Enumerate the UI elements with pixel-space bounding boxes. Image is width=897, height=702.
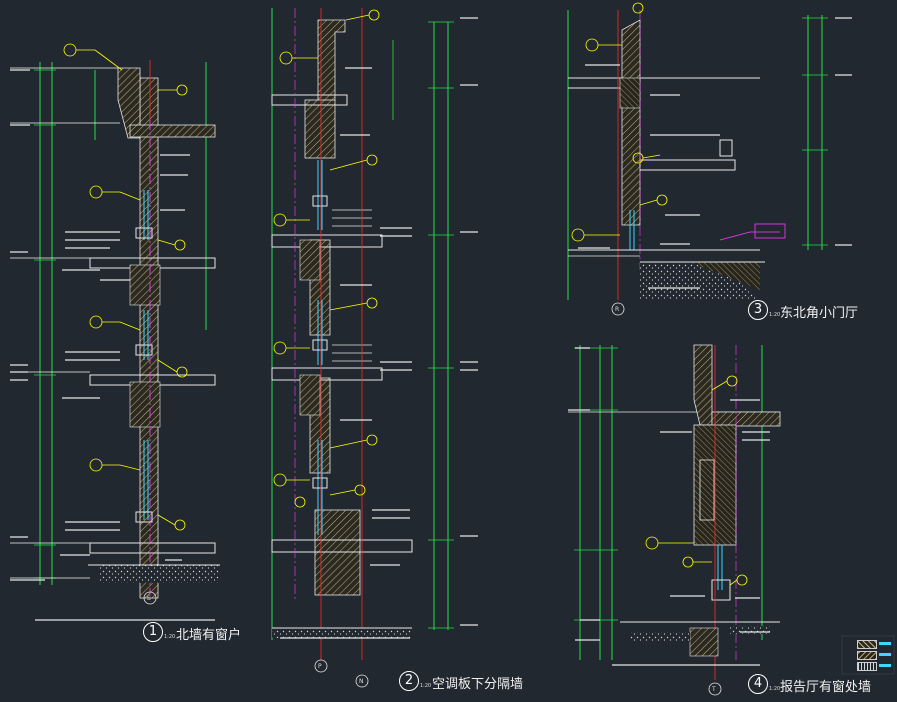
material-legend (845, 640, 893, 672)
detail-3-scale: 1:20 (769, 312, 781, 318)
detail-3-wall-section (567, 2, 852, 316)
detail-2-wall-section (271, 8, 478, 688)
detail-4-wall-section (568, 344, 781, 696)
legend-bar-1 (879, 642, 891, 645)
legend-swatch-insulation (857, 662, 877, 671)
detail-4-title: 报告厅有窗处墙 (780, 680, 872, 695)
legend-swatch-masonry (857, 651, 877, 660)
detail-4-scale: 1:20 (769, 686, 781, 692)
axis-label-s: S (147, 595, 151, 602)
axis-label-n: N (359, 678, 364, 685)
legend-row-masonry (845, 651, 893, 660)
axis-label-t: T (712, 686, 716, 693)
detail-2-scale: 1:20 (420, 683, 432, 689)
detail-4-number: 4 (748, 674, 768, 694)
axis-label-r: R (615, 306, 620, 313)
detail-2-title: 空调板下分隔墙 (432, 677, 524, 692)
legend-bar-2 (879, 653, 891, 656)
detail-1-title: 北墙有窗户 (176, 628, 242, 643)
legend-row-concrete (845, 640, 893, 649)
detail-2-number: 2 (399, 671, 419, 691)
legend-swatch-concrete (857, 640, 877, 649)
detail-3-title: 东北角小门厅 (780, 306, 859, 321)
detail-1-wall-section (10, 43, 220, 621)
detail-1-number: 1 (143, 622, 163, 642)
legend-bar-3 (879, 664, 891, 667)
legend-row-insulation (845, 662, 893, 671)
axis-label-p: P (318, 663, 322, 670)
detail-3-number: 3 (748, 300, 768, 320)
detail-1-scale: 1:20 (164, 634, 176, 640)
